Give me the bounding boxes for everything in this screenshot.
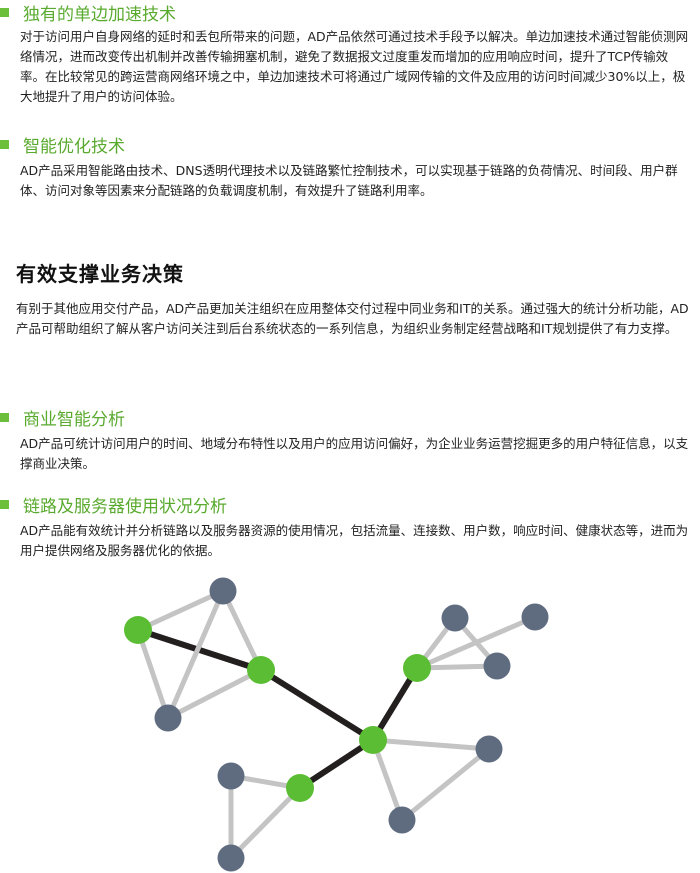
network-edge xyxy=(228,785,303,861)
heading-text: 商业智能分析 xyxy=(23,410,125,430)
network-node-green xyxy=(286,774,314,802)
page-section-title: 有效支撑业务决策 xyxy=(16,262,184,286)
section-heading-usage-analysis: 链路及服务器使用状况分析 xyxy=(0,492,227,517)
network-edge xyxy=(370,737,492,752)
network-edge xyxy=(399,746,492,823)
paragraph-single-side-accel: 对于访问用户自身网络的延时和丢包所带来的问题，AD产品依然可通过技术手段予以解决… xyxy=(20,29,689,104)
network-node-gray xyxy=(217,844,245,872)
network-edge xyxy=(297,737,376,791)
network-node-green xyxy=(124,616,152,644)
bullet-square-icon xyxy=(0,413,9,422)
network-node-green xyxy=(403,654,431,682)
network-edge xyxy=(370,737,405,823)
network-edge xyxy=(165,588,226,721)
network-edge xyxy=(135,627,171,721)
network-node-green xyxy=(247,656,275,684)
network-node-gray xyxy=(388,806,416,834)
network-node-gray xyxy=(217,762,245,790)
paragraph-usage-analysis: AD产品能有效统计并分析链路以及服务器资源的使用情况，包括流量、连接数、用户数，… xyxy=(20,523,689,558)
heading-text: 链路及服务器使用状况分析 xyxy=(23,497,227,517)
bullet-square-icon xyxy=(0,140,9,149)
network-edge xyxy=(370,665,420,743)
network-edge xyxy=(135,588,226,633)
bullet-square-icon xyxy=(0,500,9,509)
paragraph-smart-optimization: AD产品采用智能路由技术、DNS透明代理技术以及链路繁忙控制技术，可以实现基于链… xyxy=(20,163,678,198)
network-edge xyxy=(165,667,264,721)
network-node-gray xyxy=(475,735,503,763)
network-edge xyxy=(258,667,376,743)
heading-text: 独有的单边加速技术 xyxy=(23,5,176,25)
network-edge xyxy=(220,588,264,673)
network-node-gray xyxy=(441,604,469,632)
section-heading-single-side-accel: 独有的单边加速技术 xyxy=(0,0,176,25)
bullet-square-icon xyxy=(0,8,9,17)
network-topology-illustration xyxy=(124,577,549,872)
heading-text: 智能优化技术 xyxy=(23,137,125,157)
network-node-gray xyxy=(154,704,182,732)
paragraph-business-intelligence: AD产品可统计访问用户的时间、地域分布特性以及用户的应用访问偏好，为企业业务运营… xyxy=(20,436,689,471)
section-heading-smart-optimization: 智能优化技术 xyxy=(0,132,125,157)
section-heading-business-intelligence: 商业智能分析 xyxy=(0,405,125,430)
paragraph-business-support: 有别于其他应用交付产品，AD产品更加关注组织在应用整体交付过程中同业务和IT的关… xyxy=(16,301,689,336)
network-node-gray xyxy=(483,652,511,680)
network-node-green xyxy=(359,726,387,754)
network-node-gray xyxy=(209,577,237,605)
network-node-gray xyxy=(521,603,549,631)
